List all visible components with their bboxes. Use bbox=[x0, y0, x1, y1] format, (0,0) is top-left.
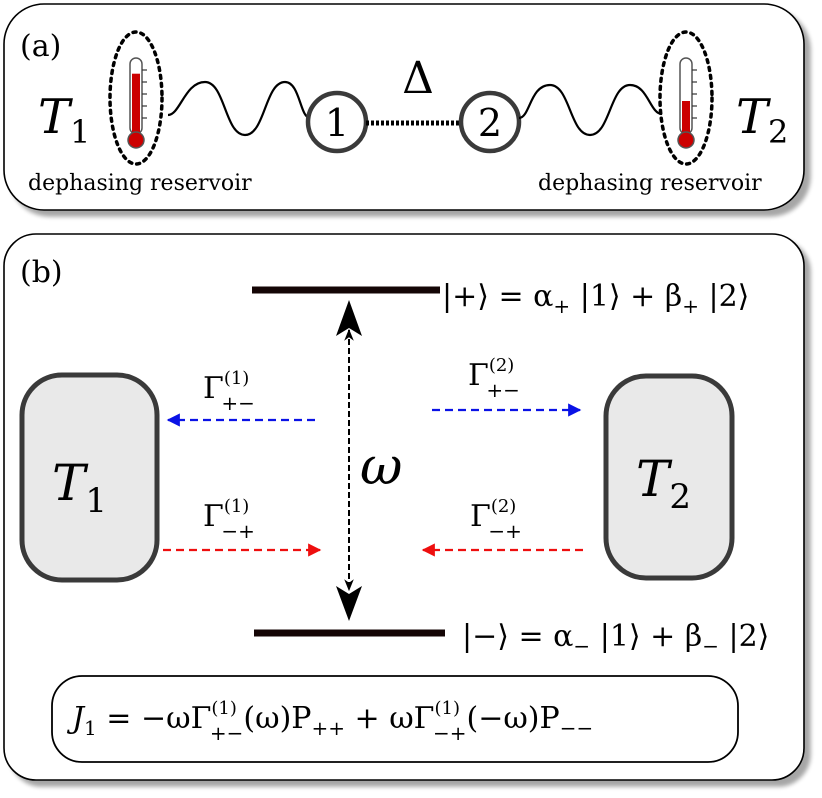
panel-b: (b) |+⟩ = α+ |1⟩ + β+ |2⟩ |−⟩ = α− |1⟩ +… bbox=[3, 233, 805, 781]
site-2: 2 bbox=[458, 90, 522, 154]
rate-label-left-bottom: Γ(1)−+ bbox=[203, 496, 255, 543]
lower-state-label: |−⟩ = α− |1⟩ + β− |2⟩ bbox=[462, 619, 769, 658]
svg-text:1: 1 bbox=[325, 101, 349, 145]
left-bath-box: T1 bbox=[19, 372, 160, 583]
current-formula: J1 = −ωΓ(1)+−(ω)P++ + ωΓ(1)−+(−ω)P−− bbox=[66, 698, 593, 745]
svg-text:T1: T1 bbox=[52, 454, 107, 521]
right-bath-box: T2 bbox=[603, 373, 735, 581]
panel-a-frame bbox=[3, 3, 805, 211]
svg-text:T2: T2 bbox=[636, 450, 691, 517]
site-1: 1 bbox=[305, 90, 369, 154]
svg-text:2: 2 bbox=[478, 101, 502, 145]
panel-b-frame bbox=[3, 233, 805, 781]
rate-label-right-top: Γ(2)+− bbox=[468, 355, 520, 402]
current-formula-box bbox=[51, 675, 739, 763]
transition-arrowhead-down bbox=[336, 586, 362, 621]
coupling-delta-label: Δ bbox=[402, 53, 434, 104]
panel-a: (a) T1 1 Δ 2 bbox=[3, 3, 805, 211]
left-thermometer-fill bbox=[132, 73, 140, 140]
left-bath-coupling-wave bbox=[167, 80, 311, 137]
transition-arrowhead-up bbox=[336, 300, 362, 336]
panel-b-label: (b) bbox=[20, 255, 63, 290]
right-thermometer-icon bbox=[658, 30, 714, 166]
right-reservoir-label: dephasing reservoir bbox=[538, 171, 762, 196]
omega-label: ω bbox=[360, 437, 402, 497]
left-reservoir-label: dephasing reservoir bbox=[28, 171, 252, 196]
panel-a-label: (a) bbox=[20, 29, 61, 64]
left-thermometer-icon bbox=[108, 30, 164, 166]
rate-label-right-bottom: Γ(2)−+ bbox=[470, 496, 522, 543]
right-bath-coupling-wave bbox=[518, 83, 663, 137]
left-temperature-label: T1 bbox=[38, 89, 90, 151]
rate-label-left-top: Γ(1)+− bbox=[203, 368, 255, 415]
right-thermometer-fill bbox=[682, 101, 690, 140]
right-temperature-label: T2 bbox=[736, 89, 788, 151]
upper-state-label: |+⟩ = α+ |1⟩ + β+ |2⟩ bbox=[442, 279, 749, 318]
